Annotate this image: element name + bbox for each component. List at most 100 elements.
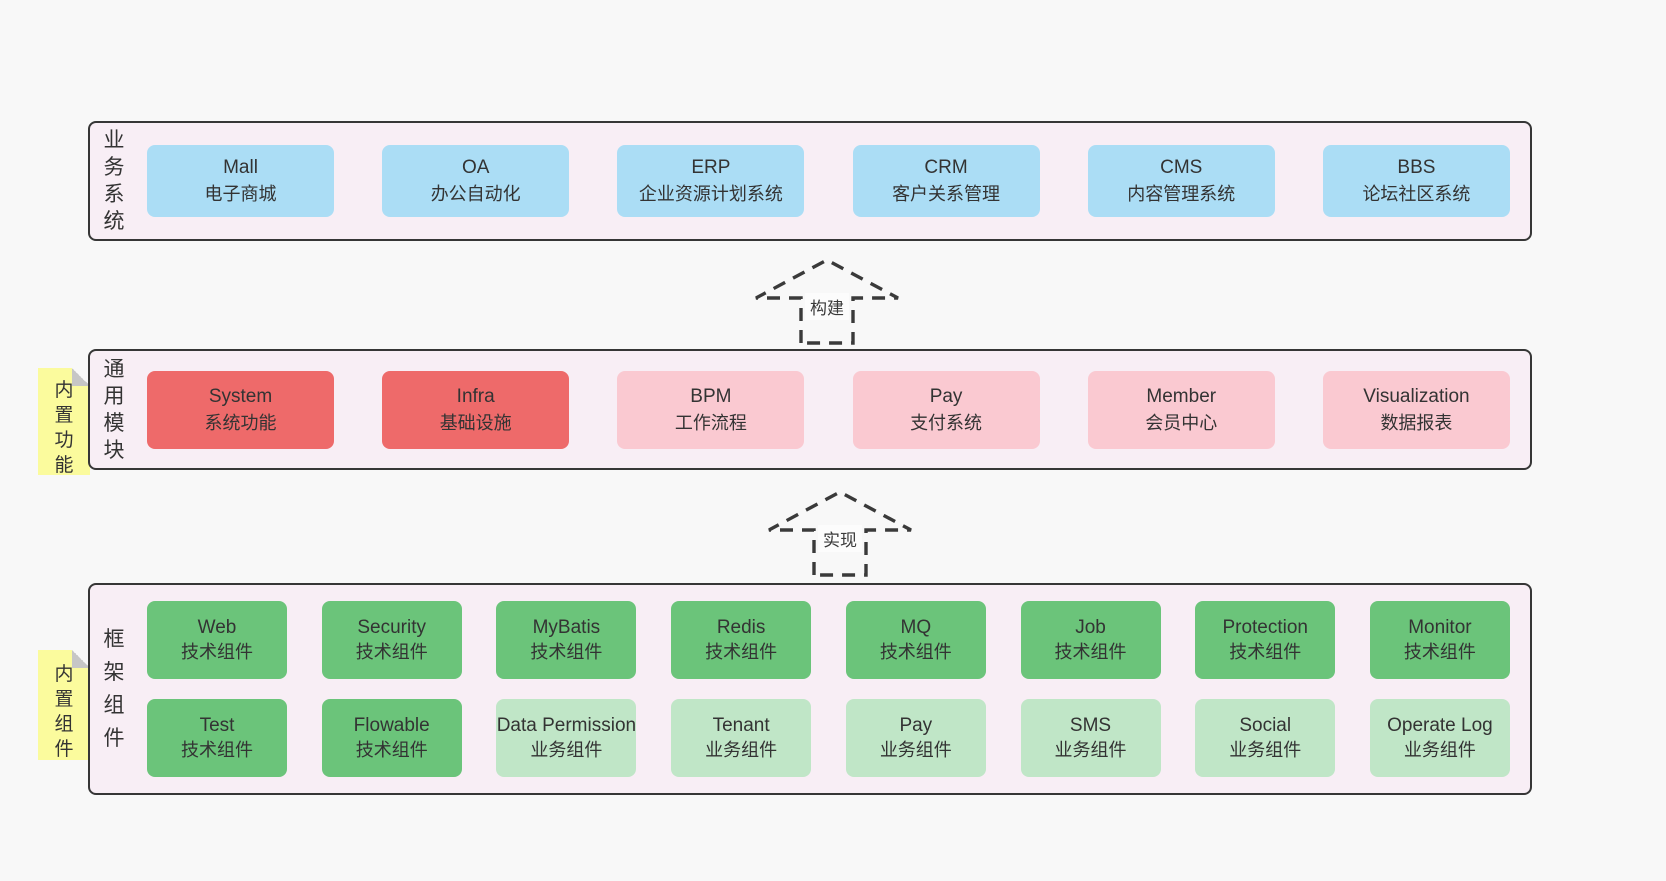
box-subtitle: 支付系统 (910, 412, 983, 433)
box-title: Redis (716, 617, 766, 638)
box-title: MQ (900, 617, 932, 638)
layer-title: 框架组件 (103, 628, 125, 750)
box-subtitle: 技术组件 (530, 642, 603, 662)
layer-business-systems: 业务系统 Mall 电子商城 OA 办公自动化 ERP 企业资源计划系统 CRM… (88, 121, 1532, 241)
box-data-permission: Data Permission 业务组件 (496, 699, 637, 777)
box-erp: ERP 企业资源计划系统 (617, 145, 805, 217)
box-title: Data Permission (496, 715, 637, 736)
box-title: Web (197, 617, 237, 638)
box-mybatis: MyBatis 技术组件 (496, 601, 637, 679)
box-redis: Redis 技术组件 (671, 601, 812, 679)
box-job: Job 技术组件 (1020, 601, 1161, 679)
box-title: Job (1075, 617, 1106, 638)
box-title: Pay (929, 385, 963, 407)
box-infra: Infra 基础设施 (382, 370, 570, 449)
sticky-note-builtin-features: 内置功能 (38, 368, 90, 476)
box-title: Test (199, 715, 235, 736)
box-title: CRM (924, 157, 968, 178)
box-subtitle: 企业资源计划系统 (638, 184, 783, 204)
layer-title: 业务系统 (103, 129, 125, 233)
box-title: Infra (456, 385, 495, 407)
box-title: Social (1239, 715, 1292, 736)
box-pay-component: Pay 业务组件 (845, 699, 986, 777)
box-mq: MQ 技术组件 (845, 601, 986, 679)
box-cms: CMS 内容管理系统 (1087, 145, 1275, 217)
box-subtitle: 业务组件 (879, 740, 952, 760)
box-sms: SMS 业务组件 (1020, 699, 1161, 777)
component-row-1: Web 技术组件 Security 技术组件 MyBatis 技术组件 Redi… (147, 601, 1510, 679)
box-title: BBS (1397, 157, 1436, 178)
box-social: Social 业务组件 (1195, 699, 1336, 777)
note-text: 内置组件 (54, 664, 74, 760)
box-bbs: BBS 论坛社区系统 (1322, 145, 1510, 217)
box-tenant: Tenant 业务组件 (671, 699, 812, 777)
box-subtitle: 办公自动化 (430, 184, 521, 204)
box-security: Security 技术组件 (321, 601, 462, 679)
box-member: Member 会员中心 (1087, 370, 1275, 449)
box-test: Test 技术组件 (147, 699, 287, 777)
box-title: Tenant (712, 715, 770, 736)
box-title: Security (357, 617, 427, 638)
box-title: MyBatis (532, 617, 601, 638)
box-subtitle: 业务组件 (705, 740, 778, 760)
box-subtitle: 技术组件 (1054, 642, 1127, 662)
sticky-note-builtin-components: 内置组件 (38, 650, 90, 760)
layer-common-modules: 通用模块 System 系统功能 Infra 基础设施 BPM 工作流程 Pay… (88, 349, 1532, 470)
box-subtitle: 技术组件 (1403, 642, 1476, 662)
box-subtitle: 电子商城 (204, 184, 277, 204)
box-pay-module: Pay 支付系统 (852, 370, 1040, 449)
box-title: Visualization (1363, 385, 1470, 407)
box-system: System 系统功能 (147, 370, 334, 449)
box-title: OA (461, 157, 490, 178)
box-subtitle: 业务组件 (1229, 740, 1302, 760)
box-mall: Mall 电子商城 (147, 145, 334, 217)
box-subtitle: 业务组件 (530, 740, 603, 760)
box-oa: OA 办公自动化 (382, 145, 570, 217)
box-visualization: Visualization 数据报表 (1322, 370, 1510, 449)
box-subtitle: 技术组件 (355, 642, 428, 662)
arrow-implement: 实现 (765, 489, 915, 577)
box-protection: Protection 技术组件 (1195, 601, 1336, 679)
box-title: Monitor (1408, 617, 1472, 638)
box-title: SMS (1069, 715, 1112, 736)
box-crm: CRM 客户关系管理 (852, 145, 1040, 217)
box-subtitle: 会员中心 (1145, 412, 1218, 433)
box-title: Member (1146, 385, 1217, 407)
note-fold-corner (72, 368, 90, 386)
component-box-grid: Web 技术组件 Security 技术组件 MyBatis 技术组件 Redi… (147, 585, 1510, 793)
box-operate-log: Operate Log 业务组件 (1369, 699, 1510, 777)
box-title: Pay (899, 715, 933, 736)
box-subtitle: 客户关系管理 (892, 184, 1001, 204)
box-bpm: BPM 工作流程 (617, 370, 805, 449)
arrow-build: 构建 (752, 257, 902, 345)
box-subtitle: 系统功能 (204, 412, 277, 433)
box-subtitle: 内容管理系统 (1127, 184, 1236, 204)
box-subtitle: 工作流程 (674, 412, 747, 433)
box-monitor: Monitor 技术组件 (1369, 601, 1510, 679)
business-box-row: Mall 电子商城 OA 办公自动化 ERP 企业资源计划系统 CRM 客户关系… (147, 123, 1510, 239)
box-title: Mall (223, 157, 258, 178)
layer-framework-components: 框架组件 Web 技术组件 Security 技术组件 MyBatis 技术组件… (88, 583, 1532, 795)
box-subtitle: 技术组件 (355, 740, 428, 760)
box-subtitle: 业务组件 (1403, 740, 1476, 760)
box-subtitle: 业务组件 (1054, 740, 1127, 760)
box-subtitle: 技术组件 (181, 642, 253, 662)
module-box-row: System 系统功能 Infra 基础设施 BPM 工作流程 Pay 支付系统… (147, 351, 1510, 468)
box-title: ERP (691, 157, 731, 178)
arrow-label: 实现 (818, 525, 862, 552)
component-row-2: Test 技术组件 Flowable 技术组件 Data Permission … (147, 699, 1510, 777)
box-subtitle: 技术组件 (879, 642, 952, 662)
box-subtitle: 数据报表 (1380, 412, 1453, 433)
box-subtitle: 论坛社区系统 (1362, 184, 1471, 204)
box-title: System (208, 385, 273, 407)
box-title: Flowable (353, 715, 430, 736)
note-fold-corner (72, 650, 90, 668)
box-subtitle: 技术组件 (705, 642, 778, 662)
box-web: Web 技术组件 (147, 601, 287, 679)
box-flowable: Flowable 技术组件 (321, 699, 462, 777)
box-subtitle: 技术组件 (181, 740, 253, 760)
box-subtitle: 技术组件 (1229, 642, 1302, 662)
layer-title: 通用模块 (103, 357, 125, 462)
box-subtitle: 基础设施 (439, 412, 512, 433)
